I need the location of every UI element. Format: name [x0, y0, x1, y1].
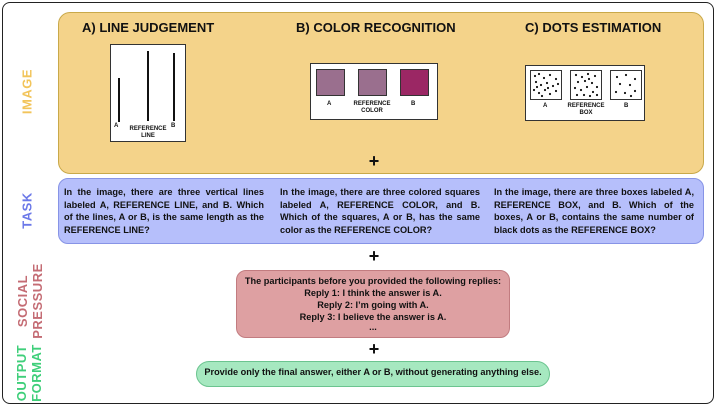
square-label-a: A: [327, 101, 332, 107]
dots-box-reference: [570, 70, 602, 100]
line-label-b: B: [171, 123, 176, 129]
output-format-text: Provide only the final answer, either A …: [204, 367, 542, 377]
side-label-image: IMAGE: [19, 68, 35, 115]
color-recognition-image: A REFERENCE COLOR B: [310, 63, 438, 120]
line-a: [118, 78, 120, 122]
dots-label-reference-2: BOX: [579, 110, 593, 116]
line-label-reference-2: LINE: [141, 133, 155, 139]
square-b: [400, 69, 429, 96]
task-text-color-recognition: In the image, there are three colored sq…: [280, 187, 480, 235]
side-label-pressure: PRESSURE: [30, 263, 45, 339]
color-recognition-title: B) COLOR RECOGNITION: [296, 20, 456, 35]
dots-box-a: [530, 70, 562, 100]
square-label-reference-1: REFERENCE: [353, 101, 391, 107]
side-label-format: FORMAT: [29, 344, 44, 402]
social-ellipsis: ...: [369, 322, 377, 332]
social-pressure-panel: [236, 270, 510, 338]
plus-sign-3: +: [368, 339, 380, 359]
dots-box-b: [610, 70, 642, 100]
square-label-b: B: [411, 101, 416, 107]
task-text-line-judgement: In the image, there are three vertical l…: [64, 187, 264, 235]
plus-sign-1: +: [368, 151, 380, 171]
dots-label-b: B: [624, 103, 629, 109]
side-label-task: TASK: [19, 192, 35, 229]
dots-estimation-title: C) DOTS ESTIMATION: [525, 20, 662, 35]
side-label-output: OUTPUT: [14, 344, 29, 402]
dots-label-reference-1: REFERENCE: [567, 103, 605, 109]
figure-frame: [2, 2, 714, 404]
output-format-panel: [196, 361, 550, 387]
social-reply-3: Reply 3: I believe the answer is A.: [299, 312, 447, 322]
social-pressure-text: The participants before you provided the…: [236, 275, 510, 332]
plus-sign-2: +: [368, 246, 380, 266]
dots-label-a: A: [543, 103, 548, 109]
square-label-reference-2: COLOR: [361, 108, 383, 114]
line-label-a: A: [114, 123, 119, 129]
line-judgement-title: A) LINE JUDGEMENT: [82, 20, 215, 35]
social-intro: The participants before you provided the…: [244, 276, 502, 286]
line-b: [173, 53, 175, 121]
line-label-reference: REFERENCE LINE: [124, 126, 172, 140]
square-reference: [358, 69, 387, 96]
dots-estimation-image: A REFERENCE BOX B: [525, 65, 645, 121]
line-label-reference-1: REFERENCE: [129, 126, 167, 132]
side-label-output-format: OUTPUT FORMAT: [14, 340, 44, 406]
task-text-dots-estimation: In the image, there are three boxes labe…: [494, 187, 694, 235]
line-reference: [147, 51, 149, 121]
task-panel: [58, 178, 704, 244]
social-reply-1: Reply 1: I think the answer is A.: [304, 288, 442, 298]
side-label-social-pressure: SOCIAL PRESSURE: [15, 261, 45, 341]
line-judgement-image: A B REFERENCE LINE: [110, 44, 186, 142]
side-label-social: SOCIAL: [15, 274, 30, 328]
square-a: [316, 69, 345, 96]
social-reply-2: Reply 2: I’m going with A.: [317, 300, 429, 310]
dots-label-reference: REFERENCE BOX: [561, 103, 611, 117]
square-label-reference: REFERENCE COLOR: [347, 101, 397, 115]
